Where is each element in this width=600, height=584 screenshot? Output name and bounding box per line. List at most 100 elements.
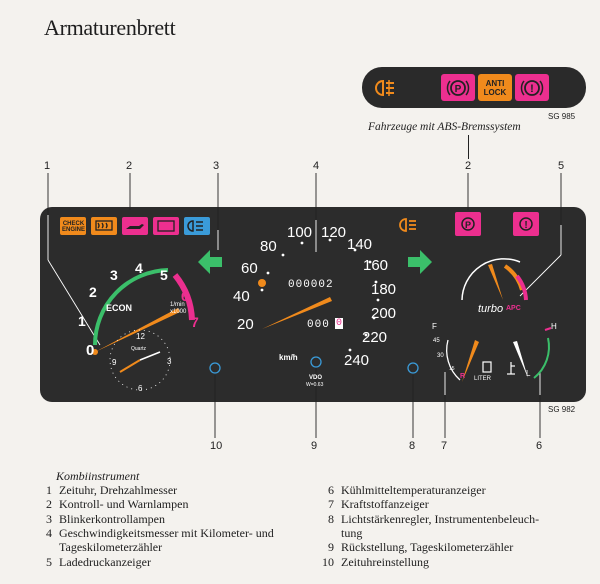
check-engine-label-1: CHECK xyxy=(62,221,85,227)
fuel-unit: LITER xyxy=(474,376,492,382)
tach-needle xyxy=(95,308,180,352)
clock-dial xyxy=(109,329,171,391)
abs-lamp-strip: P ANTI LOCK ! xyxy=(362,67,586,108)
turn-right-arrow xyxy=(408,250,432,274)
legend-item-number: 4 xyxy=(46,525,52,540)
legend-item-text: Tageskilometerzähler xyxy=(59,540,163,555)
legend-item-text: Kraftstoffanzeiger xyxy=(341,497,429,512)
trip-odometer: 000 xyxy=(307,319,330,331)
callout-line xyxy=(468,135,469,159)
svg-text:!: ! xyxy=(524,220,527,231)
dimmer-knob[interactable] xyxy=(407,362,419,374)
check-engine-label-2: ENGINE xyxy=(62,227,86,233)
tach-unit-1: 1/min xyxy=(170,302,185,308)
legend-item-text: Blinkerkontrollampen xyxy=(59,511,165,526)
speedo-needle xyxy=(262,297,332,329)
brake-warning-icon: ! xyxy=(515,74,549,101)
legend-item-number: 10 xyxy=(322,554,334,569)
warning-lamps xyxy=(60,217,210,235)
page-title: Armaturenbrett xyxy=(44,15,176,40)
svg-text:!: ! xyxy=(530,83,534,95)
clock-label-3: 3 xyxy=(167,357,172,366)
legend-item: 7 Kraftstoffanzeiger xyxy=(318,498,429,511)
tach-unit: 1/min x1000 xyxy=(170,302,186,316)
legend-item: tung xyxy=(318,526,362,540)
clock-set-knob[interactable] xyxy=(209,362,221,374)
tach-label: 0 xyxy=(86,342,95,359)
speed-label: 100 xyxy=(287,224,313,241)
speed-label: 140 xyxy=(347,236,373,253)
apc-label: APC xyxy=(506,305,521,312)
anti-lock-label-2: LOCK xyxy=(483,87,507,97)
clock-brand: Quartz xyxy=(131,346,147,352)
fog-light-icon xyxy=(372,75,398,100)
turbo-label: turbo xyxy=(478,303,504,315)
legend-item-number: 3 xyxy=(46,511,52,526)
check-engine-lamp: CHECK ENGINE xyxy=(62,221,85,233)
tach-redline-arc xyxy=(172,273,195,321)
abs-caption: Fahrzeuge mit ABS-Bremssystem xyxy=(368,121,521,133)
legend-item-text: Ladedruckanzeiger xyxy=(59,554,151,569)
legend-item: 1 Zeituhr, Drehzahlmesser xyxy=(36,484,177,497)
speed-label: 160 xyxy=(363,257,389,274)
turn-left-arrow xyxy=(198,250,222,274)
callout-bottom-6: 6 xyxy=(536,440,543,452)
tach-label: 2 xyxy=(89,284,97,300)
speedo-scale-dots xyxy=(260,238,380,352)
callout-top-3: 3 xyxy=(213,160,220,172)
odometer: 000002 xyxy=(288,279,334,291)
tach-label: 6 xyxy=(181,288,189,304)
legend-item-number: 7 xyxy=(328,497,334,512)
svg-text:P: P xyxy=(455,84,462,95)
legend-item-number: 5 xyxy=(46,554,52,569)
vdo-sub: W=0.63 xyxy=(306,382,324,388)
callout-top-1: 1 xyxy=(44,160,51,172)
legend-item-number: 6 xyxy=(328,483,334,497)
clock-label-12: 12 xyxy=(136,332,145,341)
econ-label: ECON xyxy=(106,303,133,313)
speed-label: 200 xyxy=(371,305,397,322)
legend-item-text: Kontroll- und Warnlampen xyxy=(59,497,189,512)
instrument-cluster-panel xyxy=(40,207,586,402)
tach-label: 5 xyxy=(160,267,168,283)
fuel-mark-30: 30 xyxy=(437,353,444,359)
legend-item-text: Kühlmitteltemperaturanzeiger xyxy=(341,483,486,497)
fuel-pump-icon xyxy=(482,361,492,373)
legend-item: Tageskilometerzähler xyxy=(36,541,162,554)
fuel-arc xyxy=(446,339,461,381)
callout-bottom-10: 10 xyxy=(210,440,223,452)
legend-item-number: 2 xyxy=(46,497,52,512)
trip-reset-knob[interactable] xyxy=(310,356,322,368)
speed-label: 40 xyxy=(233,288,250,305)
sg-tag-abs: SG 985 xyxy=(548,112,576,121)
temp-needle xyxy=(513,341,528,378)
legend-item-number: 8 xyxy=(328,511,334,526)
tach-label: 3 xyxy=(110,267,118,283)
legend-item-text: Geschwindigkeitsmesser mit Kilometer- un… xyxy=(59,525,274,540)
legend-item-number: 9 xyxy=(328,540,334,555)
panel-warning-lamp xyxy=(513,212,539,236)
clock-label-9: 9 xyxy=(112,358,117,367)
tach-econ-arc xyxy=(93,268,169,346)
tach-unit-2: x1000 xyxy=(170,309,187,315)
legend-item: 5 Ladedruckanzeiger xyxy=(36,554,151,569)
speed-unit: km/h xyxy=(279,353,298,362)
coolant-temp-icon xyxy=(507,362,515,375)
fuel-full-label: F xyxy=(432,322,437,331)
legend-item-text: Zeituhr, Drehzahlmesser xyxy=(59,483,178,497)
parking-brake-icon: P xyxy=(441,74,475,101)
panel-brake-lamp xyxy=(455,212,481,236)
tach-label: 7 xyxy=(191,314,199,330)
callout-top-5: 5 xyxy=(558,160,565,172)
speedo-pivot-mark xyxy=(258,279,266,287)
speed-label: 60 xyxy=(241,260,258,277)
legend-item-number: 1 xyxy=(46,483,52,497)
speed-label: 240 xyxy=(344,352,370,369)
trip-odometer-last-digit: 0 xyxy=(335,318,344,329)
speed-label: 120 xyxy=(321,224,347,241)
tach-label: 4 xyxy=(135,260,143,276)
